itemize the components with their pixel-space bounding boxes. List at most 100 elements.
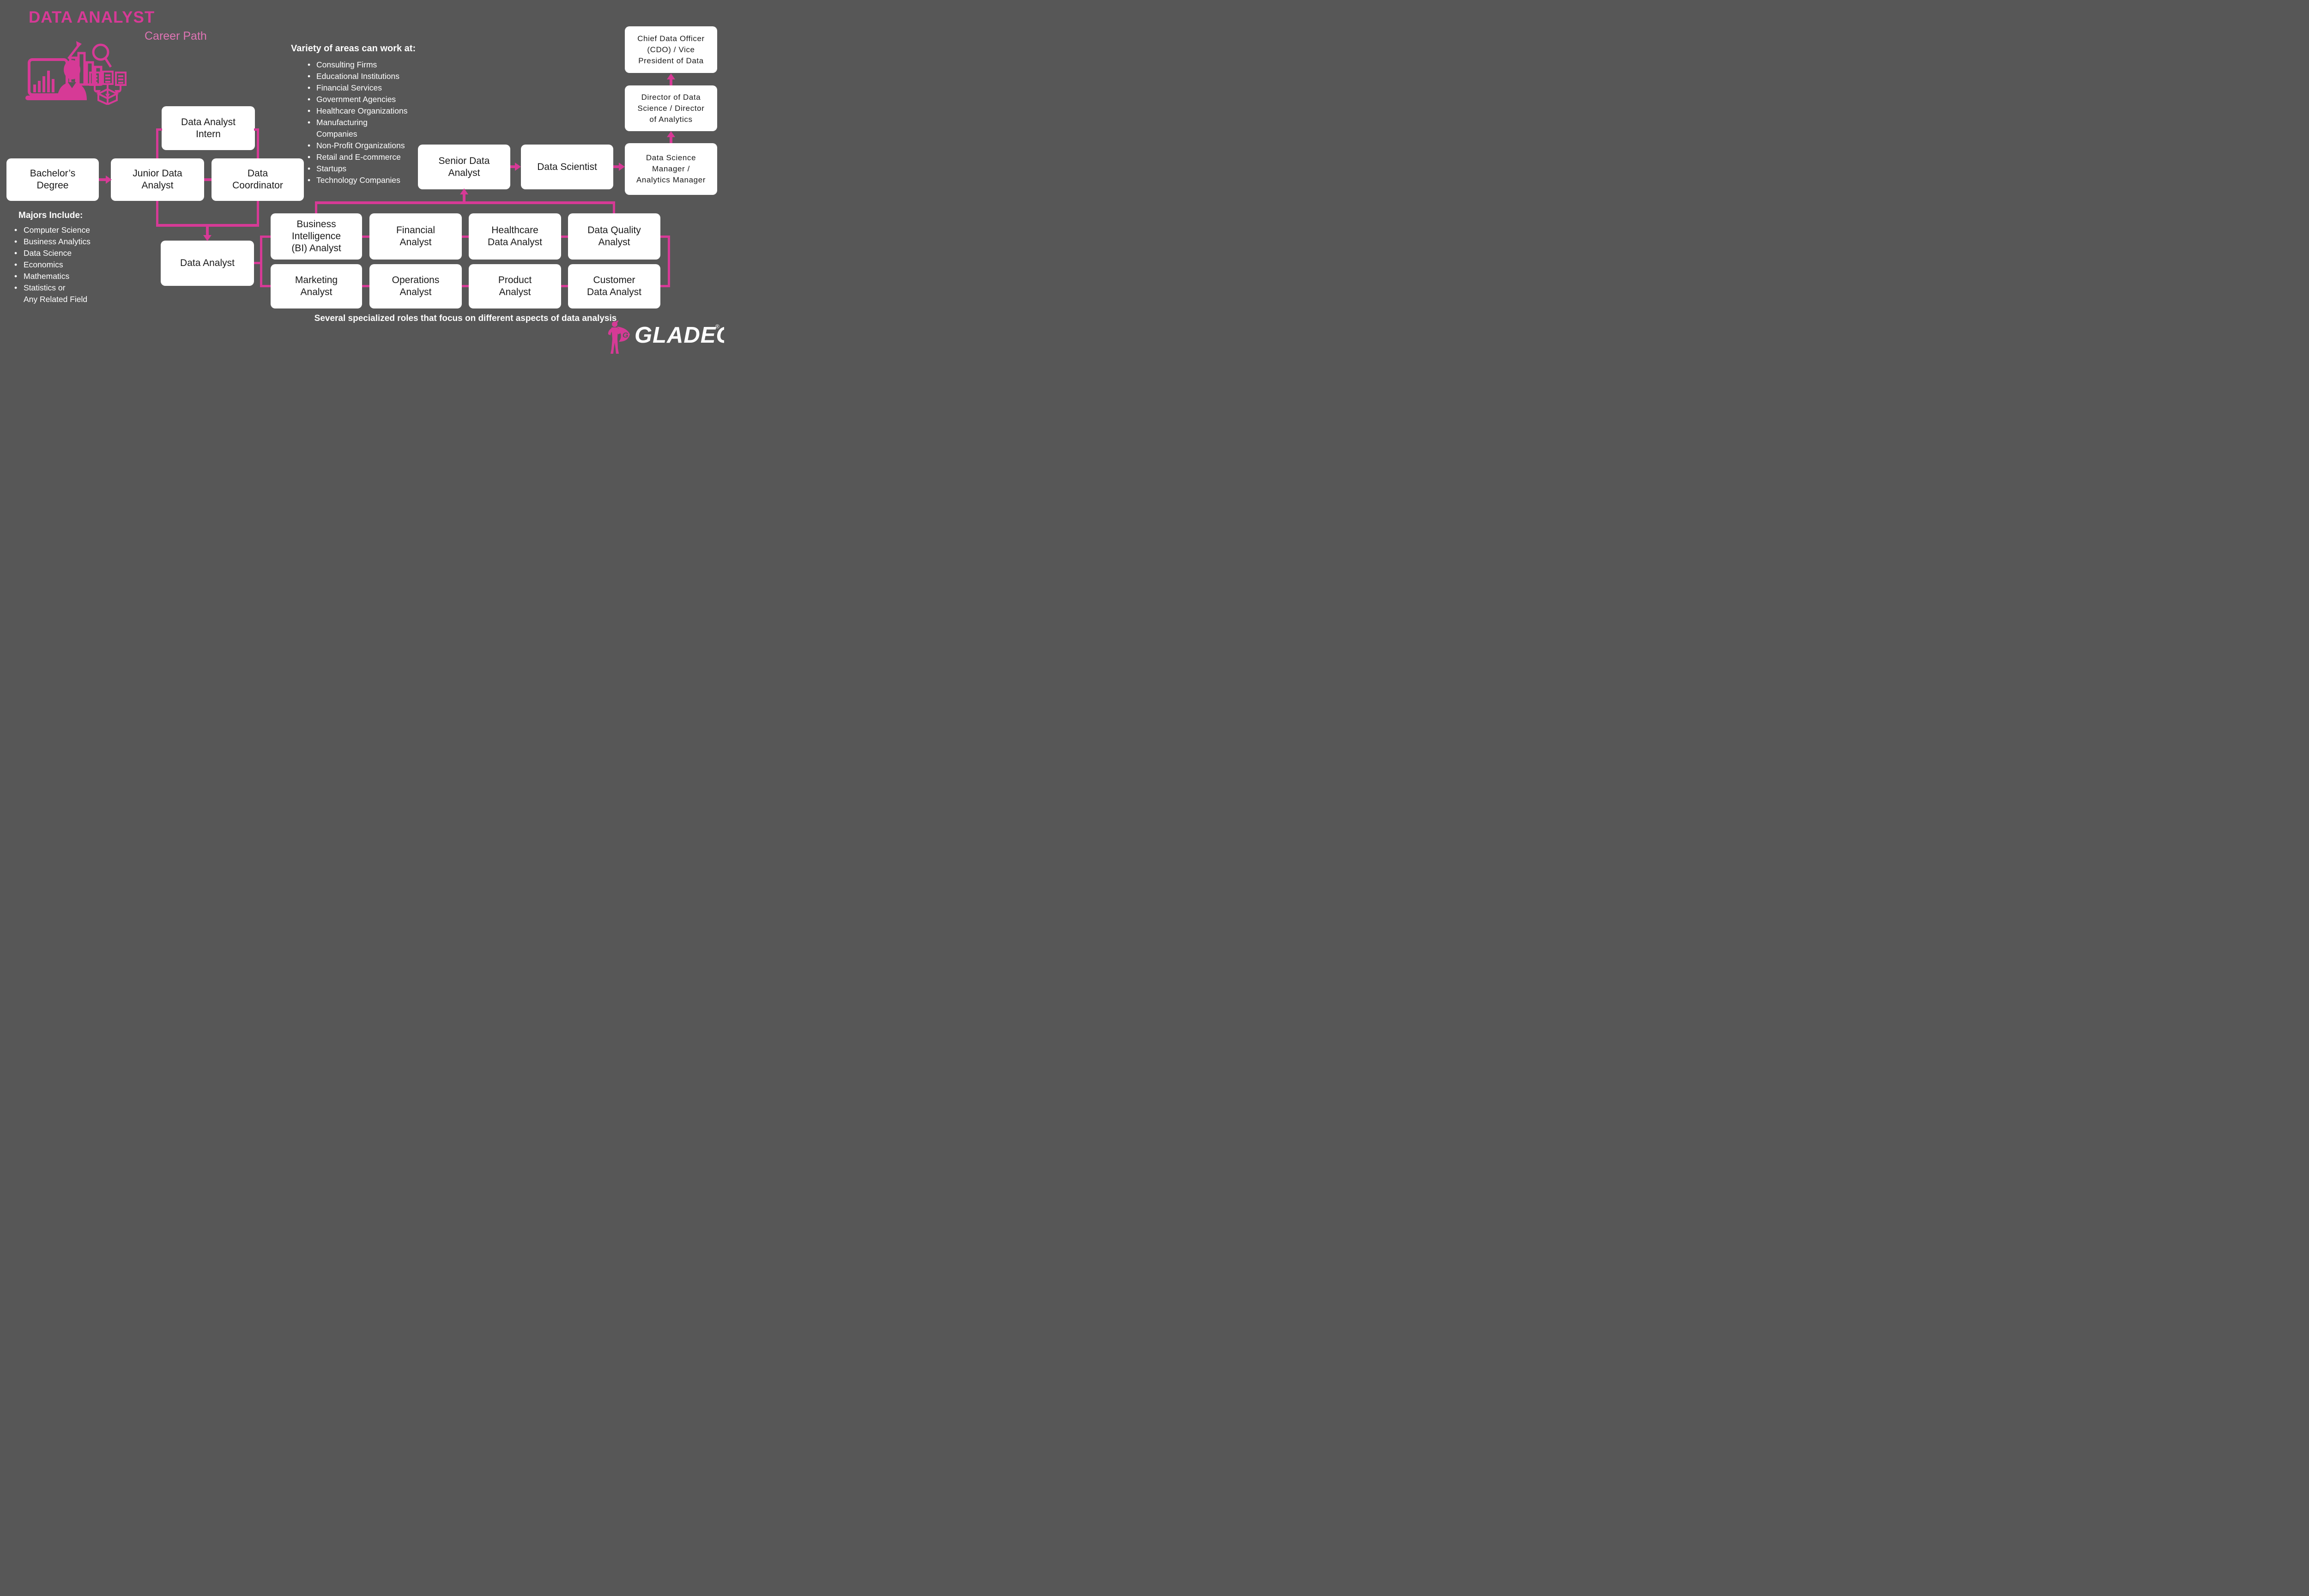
connector-junior-down [156, 201, 158, 227]
box-label: Data Analyst [180, 258, 235, 268]
connector-financial-healthcare [462, 236, 469, 238]
connector-coordinator-up [257, 128, 259, 158]
work-area-item: Educational Institutions [307, 71, 414, 82]
connector-left-bracket [260, 236, 262, 286]
connector-customer-bracket [660, 285, 670, 287]
connector-junior-up [156, 128, 158, 158]
work-area-item: Financial Services [307, 82, 414, 94]
data-analyst-icon [25, 41, 127, 105]
connector-product-customer [561, 285, 568, 287]
box-label: Customer Data Analyst [587, 275, 641, 297]
work-area-item: Retail and E-commerce [307, 151, 414, 163]
box-label: Marketing Analyst [295, 275, 338, 297]
arrowhead-into-senior [460, 188, 468, 194]
gladeo-hero-icon: G [608, 320, 630, 354]
work-areas-list: Consulting Firms Educational Institution… [307, 59, 414, 186]
page-title: DATA ANALYST [29, 8, 155, 26]
arrowhead-director-cdo [667, 73, 675, 79]
box-healthcare-data-analyst: Healthcare Data Analyst [469, 213, 561, 260]
connector-intern-right-stub [254, 128, 259, 131]
box-customer-data-analyst: Customer Data Analyst [568, 264, 660, 308]
work-area-item: Manufacturing Companies [307, 117, 414, 140]
major-item: Statistics or Any Related Field [14, 282, 121, 305]
arrowhead-senior-scientist [515, 163, 521, 171]
box-data-science-manager: Data Science Manager / Analytics Manager [625, 143, 717, 195]
svg-text:G: G [623, 332, 628, 339]
box-label: Data Quality Analyst [587, 225, 641, 248]
registered-mark: ® [715, 323, 719, 330]
work-area-item: Consulting Firms [307, 59, 414, 71]
major-item: Economics [14, 259, 121, 271]
connector-bracket-to-bi [260, 236, 271, 238]
majors-title: Majors Include: [18, 211, 83, 220]
connector-operations-product [462, 285, 469, 287]
connector-gather-bi-drop [315, 201, 317, 213]
connector-quality-bracket [660, 236, 670, 238]
work-area-item: Non-Profit Organizations [307, 140, 414, 151]
box-senior-data-analyst: Senior Data Analyst [418, 145, 510, 189]
connector-intern-left-stub [156, 128, 162, 131]
box-label: Operations Analyst [392, 275, 440, 297]
box-label: Director of Data Science / Director of A… [637, 92, 705, 124]
box-label: Data Coordinator [232, 168, 283, 191]
connector-senior-scientist [510, 165, 516, 168]
work-area-item: Healthcare Organizations [307, 105, 414, 117]
box-data-quality-analyst: Data Quality Analyst [568, 213, 660, 260]
box-junior-data-analyst: Junior Data Analyst [111, 158, 204, 201]
box-label: Senior Data Analyst [438, 155, 490, 178]
box-data-analyst-intern: Data Analyst Intern [162, 106, 255, 150]
specialized-roles-caption: Several specialized roles that focus on … [314, 314, 617, 323]
connector-coordinator-down [257, 201, 259, 227]
arrowhead-bachelors-junior [106, 175, 112, 184]
major-item: Data Science [14, 248, 121, 259]
box-data-scientist: Data Scientist [521, 145, 613, 189]
connector-healthcare-quality [561, 236, 568, 238]
box-director-data-science: Director of Data Science / Director of A… [625, 85, 717, 131]
major-item: Mathematics [14, 271, 121, 282]
connector-bracket-to-marketing [260, 285, 271, 287]
box-marketing-analyst: Marketing Analyst [271, 264, 362, 308]
box-label: Business Intelligence (BI) Analyst [291, 219, 341, 254]
work-areas-title: Variety of areas can work at: [291, 43, 416, 54]
connector-gather-senior-riser [463, 194, 465, 204]
box-label: Healthcare Data Analyst [488, 225, 542, 248]
box-operations-analyst: Operations Analyst [369, 264, 462, 308]
box-product-analyst: Product Analyst [469, 264, 561, 308]
connector-bi-financial [362, 236, 369, 238]
connector-marketing-operations [362, 285, 369, 287]
major-item: Computer Science [14, 224, 121, 236]
majors-list: Computer Science Business Analytics Data… [14, 224, 121, 305]
box-financial-analyst: Financial Analyst [369, 213, 462, 260]
box-data-analyst: Data Analyst [161, 241, 254, 286]
arrowhead-into-data-analyst [203, 235, 212, 241]
connector-junior-coordinator [204, 178, 212, 181]
connector-data-analyst-drop [206, 225, 209, 236]
connector-data-analyst-right-stub [254, 262, 261, 264]
box-label: Junior Data Analyst [133, 168, 182, 191]
box-bi-analyst: Business Intelligence (BI) Analyst [271, 213, 362, 260]
connector-scientist-manager [613, 165, 619, 168]
arrowhead-manager-director [667, 131, 675, 137]
box-data-coordinator: Data Coordinator [212, 158, 304, 201]
connector-gather-quality-drop [613, 201, 615, 213]
connector-manager-director [670, 137, 672, 143]
career-path-infographic: DATA ANALYST Career Path [0, 0, 724, 362]
box-label: Data Analyst Intern [181, 116, 236, 139]
arrowhead-scientist-manager [619, 163, 625, 171]
connector-right-bracket [668, 236, 670, 286]
major-item: Business Analytics [14, 236, 121, 248]
box-label: Data Scientist [537, 161, 597, 172]
box-label: Financial Analyst [396, 225, 435, 248]
box-chief-data-officer: Chief Data Officer (CDO) / Vice Presiden… [625, 26, 717, 73]
box-label: Product Analyst [498, 275, 532, 297]
box-label: Chief Data Officer (CDO) / Vice Presiden… [637, 34, 705, 65]
work-area-item: Startups [307, 163, 414, 175]
page-subtitle: Career Path [145, 30, 207, 42]
gladeo-logo: GLADEO [635, 323, 724, 348]
box-label: Bachelor’s Degree [30, 168, 76, 191]
box-bachelors-degree: Bachelor’s Degree [6, 158, 99, 201]
work-area-item: Government Agencies [307, 94, 414, 105]
connector-bachelors-junior [99, 178, 106, 181]
box-label: Data Science Manager / Analytics Manager [636, 153, 706, 184]
connector-director-cdo [670, 79, 672, 85]
